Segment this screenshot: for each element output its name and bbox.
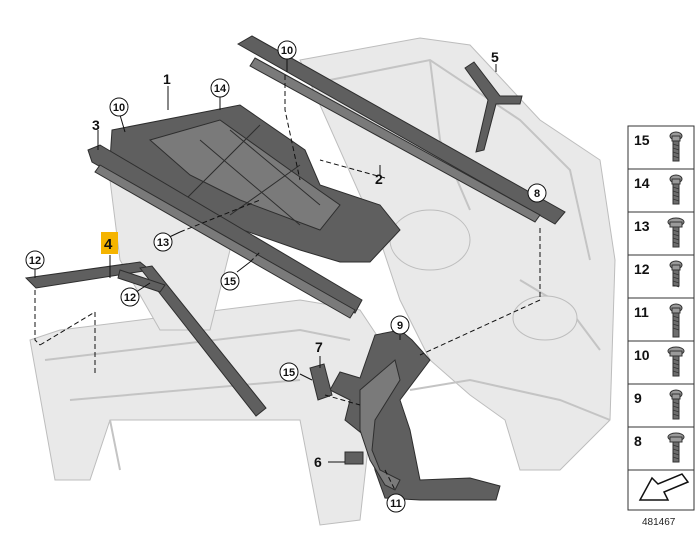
screw-small-icon — [669, 260, 683, 288]
circle-label-12-left: 12 — [25, 250, 45, 270]
fastener-row: 14 — [627, 168, 695, 213]
fastener-row: 13 — [627, 211, 695, 256]
lock-carrier-bracket — [329, 329, 501, 501]
part-labels: 1 2 3 4 5 6 7 — [92, 49, 499, 470]
svg-text:12: 12 — [29, 255, 41, 267]
fastener-label: 10 — [634, 347, 650, 363]
fastener-label: 15 — [634, 132, 650, 148]
bolt-thin-icon — [669, 131, 683, 162]
svg-text:14: 14 — [214, 83, 227, 95]
svg-text:11: 11 — [390, 498, 402, 510]
cable-bracket — [464, 61, 523, 153]
bolt-flange-icon — [667, 217, 685, 248]
circle-label-9: 9 — [390, 315, 410, 335]
part-label-6: 6 — [314, 454, 322, 470]
bolt-flange-icon — [667, 432, 685, 463]
fastener-label: 13 — [634, 218, 650, 234]
fastener-label: 14 — [634, 175, 650, 191]
part-label-1: 1 — [163, 71, 171, 87]
small-bracket — [309, 363, 333, 401]
fastener-label: 9 — [634, 390, 642, 406]
part-label-7: 7 — [315, 339, 323, 355]
svg-text:9: 9 — [397, 320, 403, 332]
circle-label-13: 13 — [153, 232, 173, 252]
fastener-row: 10 — [627, 340, 695, 385]
svg-text:10: 10 — [281, 45, 293, 57]
circle-label-8: 8 — [527, 183, 547, 203]
tie-rod-strut — [24, 261, 267, 417]
svg-text:8: 8 — [534, 188, 540, 200]
circle-label-15-mid: 15 — [220, 271, 240, 291]
fastener-row: 9 — [627, 383, 695, 428]
part-label-3: 3 — [92, 117, 100, 133]
circle-label-14: 14 — [210, 78, 230, 98]
svg-text:10: 10 — [113, 102, 125, 114]
svg-text:13: 13 — [157, 237, 169, 249]
bolt-long-icon — [669, 303, 683, 338]
fastener-row: 15 — [627, 125, 695, 170]
fastener-row: 8 — [627, 426, 695, 471]
fastener-row: 11 — [627, 297, 695, 342]
bolt-washer-icon — [667, 346, 685, 377]
diagram-number: 481467 — [642, 517, 676, 528]
assembly-dash-lines — [34, 75, 541, 491]
bolt-hex-icon — [669, 389, 683, 420]
fastener-label: 11 — [634, 304, 649, 320]
direction-cell — [627, 469, 695, 511]
circle-label-10-left: 10 — [109, 97, 129, 117]
fastener-row: 12 — [627, 254, 695, 299]
fastener-table: 15 14 13 12 11 10 9 8 — [627, 125, 695, 471]
part-label-4-highlight — [101, 232, 118, 254]
arrow-front-direction-icon — [638, 473, 690, 501]
part-label-5: 5 — [491, 49, 499, 65]
part-label-2: 2 — [375, 171, 383, 187]
svg-text:12: 12 — [124, 292, 136, 304]
circle-label-11: 11 — [386, 493, 406, 513]
fastener-label: 12 — [634, 261, 650, 277]
circle-label-12-mid: 12 — [120, 287, 140, 307]
circle-label-15-low: 15 — [279, 362, 299, 382]
upper-panel — [109, 104, 401, 263]
svg-text:15: 15 — [283, 367, 295, 379]
part-label-4: 4 — [104, 236, 113, 253]
circled-part-labels: 8 9 10 10 11 12 12 13 — [25, 40, 547, 513]
upper-carrier-bar — [236, 35, 566, 225]
bolt-hex-icon — [669, 174, 683, 205]
circle-label-10-top: 10 — [277, 40, 297, 60]
svg-text:15: 15 — [224, 276, 236, 288]
fastener-label: 8 — [634, 433, 642, 449]
